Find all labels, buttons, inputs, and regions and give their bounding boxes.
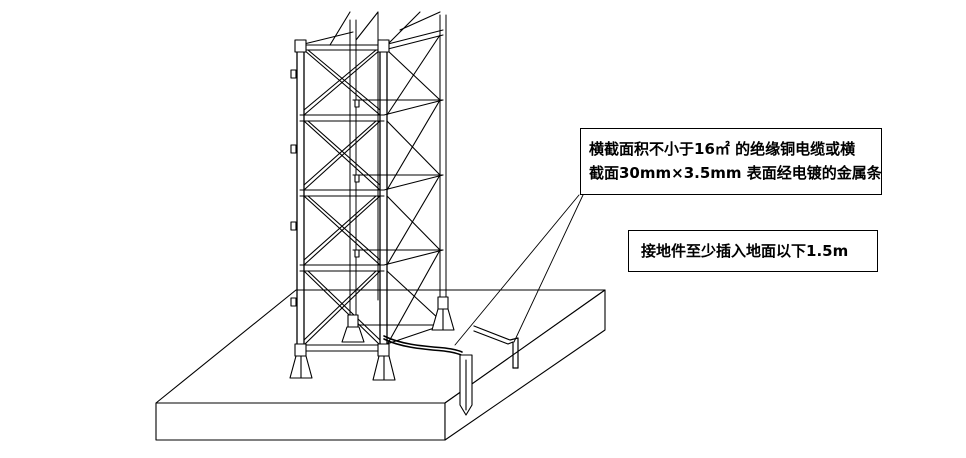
ground-rod-label: 接地件至少插入地面以下1.5m (628, 230, 878, 272)
tower-horizontal-chords (299, 29, 444, 352)
ground-rod-text: 接地件至少插入地面以下1.5m (641, 242, 849, 260)
ground-rod (459, 354, 473, 416)
grounding-cable (383, 335, 463, 356)
leader-lines (454, 194, 584, 346)
cable-spec-label: 横截面积不小于16㎡ 的绝缘铜电缆或横 截面30mm×3.5mm 表面经电镀的金… (580, 128, 882, 195)
tower-side-diagonals (329, 11, 441, 346)
tower-joint-plates (290, 39, 449, 357)
cable-spec-line-1: 横截面积不小于16㎡ 的绝缘铜电缆或横 (589, 140, 856, 158)
tower-front-legs (296, 39, 388, 371)
tower-front-diagonals (303, 49, 381, 346)
metal-strip (473, 325, 519, 369)
tower-base-feet (289, 308, 455, 381)
cable-spec-line-2: 截面30mm×3.5mm 表面经电镀的金属条 (589, 164, 882, 182)
